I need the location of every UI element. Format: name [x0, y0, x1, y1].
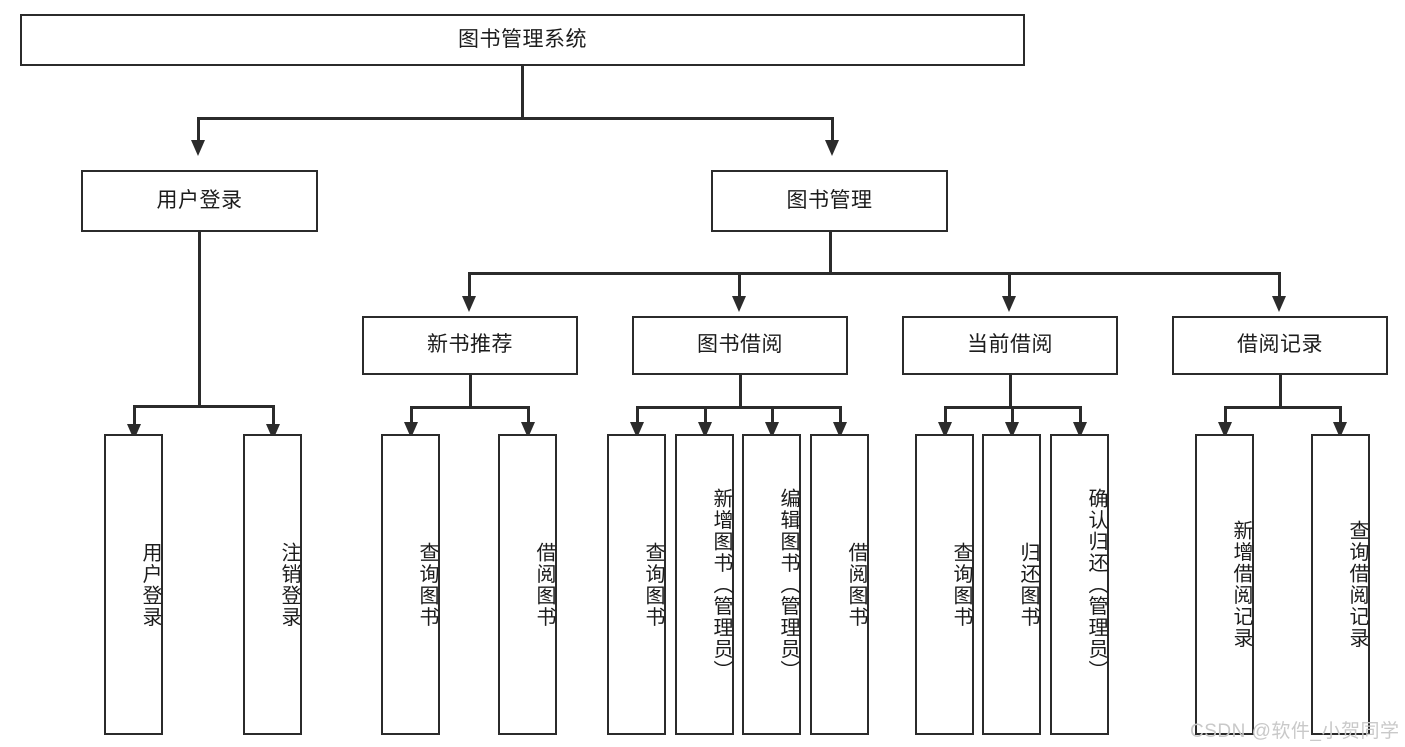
node-label: 借阅图书: [533, 541, 555, 628]
connector-new-book-leaf-bus: [410, 406, 529, 409]
node-borrow-record[interactable]: 借阅记录: [1172, 316, 1388, 375]
leaf-add-book-admin[interactable]: 新增图书（管理员）: [675, 434, 734, 735]
connector-drop-book-borrow: [738, 272, 741, 300]
connector-drop-leaf-logout: [272, 405, 275, 430]
node-new-book-recommend[interactable]: 新书推荐: [362, 316, 578, 375]
leaf-query-book-bb[interactable]: 查询图书: [607, 434, 666, 735]
node-label: 编辑图书（管理员）: [777, 487, 799, 682]
node-root-book-management-system[interactable]: 图书管理系统: [20, 14, 1025, 66]
connector-drop-user-login: [197, 117, 200, 144]
arrowhead-borrow-record: [1272, 296, 1286, 312]
node-book-borrow[interactable]: 图书借阅: [632, 316, 848, 375]
connector-level3-bus: [468, 272, 1280, 275]
leaf-edit-book-admin[interactable]: 编辑图书（管理员）: [742, 434, 801, 735]
connector-book-borrow-leaf-bus: [636, 406, 840, 409]
connector-drop-cb-leaf-2: [1011, 406, 1014, 431]
leaf-query-book-cb[interactable]: 查询图书: [915, 434, 974, 735]
leaf-return-book[interactable]: 归还图书: [982, 434, 1041, 735]
node-label: 借阅图书: [845, 541, 867, 628]
connector-borrow-record-stem: [1279, 375, 1282, 408]
node-label: 当前借阅: [967, 333, 1053, 357]
connector-drop-cb-leaf-1: [944, 406, 947, 431]
leaf-query-book-nb[interactable]: 查询图书: [381, 434, 440, 735]
connector-drop-nb-leaf-2: [527, 406, 530, 431]
arrowhead-current-borrow: [1002, 296, 1016, 312]
node-label: 查询借阅记录: [1346, 520, 1368, 649]
connector-user-login-leaf-bus: [133, 405, 275, 408]
connector-level2-bus: [197, 117, 834, 120]
connector-drop-br-leaf-1: [1224, 406, 1227, 431]
connector-book-management-stem: [829, 232, 832, 274]
node-label: 用户登录: [139, 541, 161, 628]
node-label: 归还图书: [1017, 541, 1039, 628]
leaf-user-login[interactable]: 用户登录: [104, 434, 163, 735]
node-book-management[interactable]: 图书管理: [711, 170, 948, 232]
node-label: 新书推荐: [427, 333, 513, 357]
leaf-borrow-book-bb[interactable]: 借阅图书: [810, 434, 869, 735]
node-label: 查询图书: [416, 541, 438, 628]
node-label: 借阅记录: [1237, 333, 1323, 357]
connector-drop-br-leaf-2: [1339, 406, 1342, 431]
arrowhead-book-borrow: [732, 296, 746, 312]
connector-root-stem: [521, 66, 524, 118]
connector-drop-bb-leaf-3: [771, 406, 774, 431]
connector-drop-cb-leaf-3: [1079, 406, 1082, 431]
node-label: 图书管理系统: [458, 27, 587, 51]
leaf-logout[interactable]: 注销登录: [243, 434, 302, 735]
node-label: 新增借阅记录: [1230, 520, 1252, 649]
connector-drop-new-book: [468, 272, 471, 300]
connector-borrow-record-leaf-bus: [1224, 406, 1341, 409]
connector-drop-leaf-user-login: [133, 405, 136, 430]
arrowhead-book-management: [825, 140, 839, 156]
connector-drop-bb-leaf-2: [704, 406, 707, 431]
connector-new-book-stem: [469, 375, 472, 408]
node-label: 确认归还（管理员）: [1085, 487, 1107, 682]
node-label: 新增图书（管理员）: [710, 487, 732, 682]
leaf-borrow-book-nb[interactable]: 借阅图书: [498, 434, 557, 735]
connector-drop-current-borrow: [1008, 272, 1011, 300]
node-label: 查询图书: [950, 541, 972, 628]
leaf-confirm-return-admin[interactable]: 确认归还（管理员）: [1050, 434, 1109, 735]
connector-drop-nb-leaf-1: [410, 406, 413, 431]
connector-drop-bb-leaf-4: [839, 406, 842, 431]
node-current-borrow[interactable]: 当前借阅: [902, 316, 1118, 375]
leaf-query-borrow-record[interactable]: 查询借阅记录: [1311, 434, 1370, 735]
node-user-login[interactable]: 用户登录: [81, 170, 318, 232]
node-label: 注销登录: [278, 541, 300, 628]
connector-drop-borrow-record: [1278, 272, 1281, 300]
node-label: 图书借阅: [697, 333, 783, 357]
arrowhead-user-login: [191, 140, 205, 156]
connector-drop-book-management: [831, 117, 834, 144]
arrowhead-new-book: [462, 296, 476, 312]
leaf-add-borrow-record[interactable]: 新增借阅记录: [1195, 434, 1254, 735]
connector-user-login-stem: [198, 232, 201, 407]
connector-book-borrow-stem: [739, 375, 742, 408]
watermark-csdn: CSDN @软件_小贺同学: [1190, 721, 1400, 742]
connector-current-borrow-stem: [1009, 375, 1012, 408]
node-label: 图书管理: [786, 188, 873, 212]
node-label: 查询图书: [642, 541, 664, 628]
node-label: 用户登录: [156, 188, 243, 212]
connector-drop-bb-leaf-1: [636, 406, 639, 431]
